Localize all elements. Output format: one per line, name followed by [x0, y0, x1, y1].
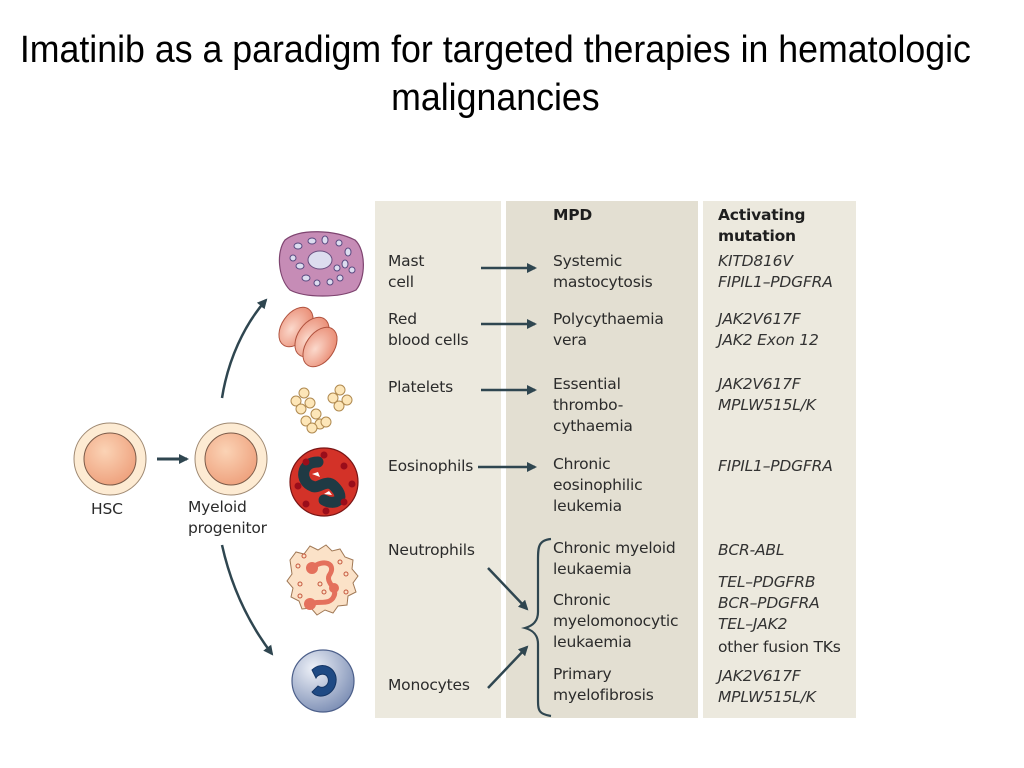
hsc-cell-icon: [73, 422, 147, 496]
mutation-label-extra: other fusion TKs: [718, 638, 841, 656]
slide-title: Imatinib as a paradigm for targeted ther…: [19, 29, 971, 119]
cell-label: Mast cell: [388, 252, 425, 291]
cell-label: Platelets: [388, 378, 453, 396]
monocyte-icon: [291, 649, 355, 713]
disease-label: Polycythaemia vera: [553, 310, 664, 349]
cell-label: Neutrophils: [388, 541, 475, 559]
mutation-label: BCR-ABL: [718, 541, 785, 559]
mutation-label: FIPIL1–PDGFRA: [718, 457, 833, 475]
cell-label: Monocytes: [388, 676, 470, 694]
mast-cell-icon: [278, 231, 364, 297]
mpd-panel: [506, 201, 698, 718]
neutrophils-arrow: [487, 567, 529, 611]
neutrophil-icon: [286, 544, 359, 616]
mutation-label: TEL–PDGFRB BCR–PDGFRA TEL–JAK2: [718, 573, 820, 633]
cell-label: Red blood cells: [388, 310, 469, 349]
red-blood-cells-icon: [278, 306, 338, 368]
mutation-label: JAK2V617F MPLW515L/K: [718, 375, 816, 414]
disease-label: Essential thrombo- cythaemia: [553, 375, 633, 435]
disease-label: Chronic eosinophilic leukemia: [553, 455, 643, 515]
mutation-panel: [703, 201, 856, 718]
progenitor-up-arrow: [220, 298, 268, 399]
progenitor-label: Myeloid progenitor: [188, 498, 267, 537]
mutation-label: JAK2V617F MPLW515L/K: [718, 667, 816, 706]
myeloid-progenitor-icon: [194, 422, 268, 496]
mutation-header: Activating mutation: [718, 206, 806, 245]
monocytes-arrow: [487, 645, 529, 689]
mpd-header: MPD: [553, 206, 593, 224]
disease-label: Systemic mastocytosis: [553, 252, 653, 291]
mutation-label: JAK2V617F JAK2 Exon 12: [718, 310, 819, 349]
progenitor-down-arrow: [220, 544, 274, 656]
cell-label: Eosinophils: [388, 457, 474, 475]
disease-label: Primary myelofibrosis: [553, 665, 654, 704]
cell-type-panel: [375, 201, 501, 718]
mutation-label: KITD816V FIPIL1–PDGFRA: [718, 252, 833, 291]
grouping-brace: [521, 537, 552, 718]
platelets-icon: [290, 384, 353, 434]
disease-label: Chronic myelomonocytic leukaemia: [553, 591, 679, 651]
eosinophil-icon: [289, 447, 359, 517]
hsc-label: HSC: [91, 500, 123, 518]
disease-label: Chronic myeloid leukaemia: [553, 539, 676, 578]
